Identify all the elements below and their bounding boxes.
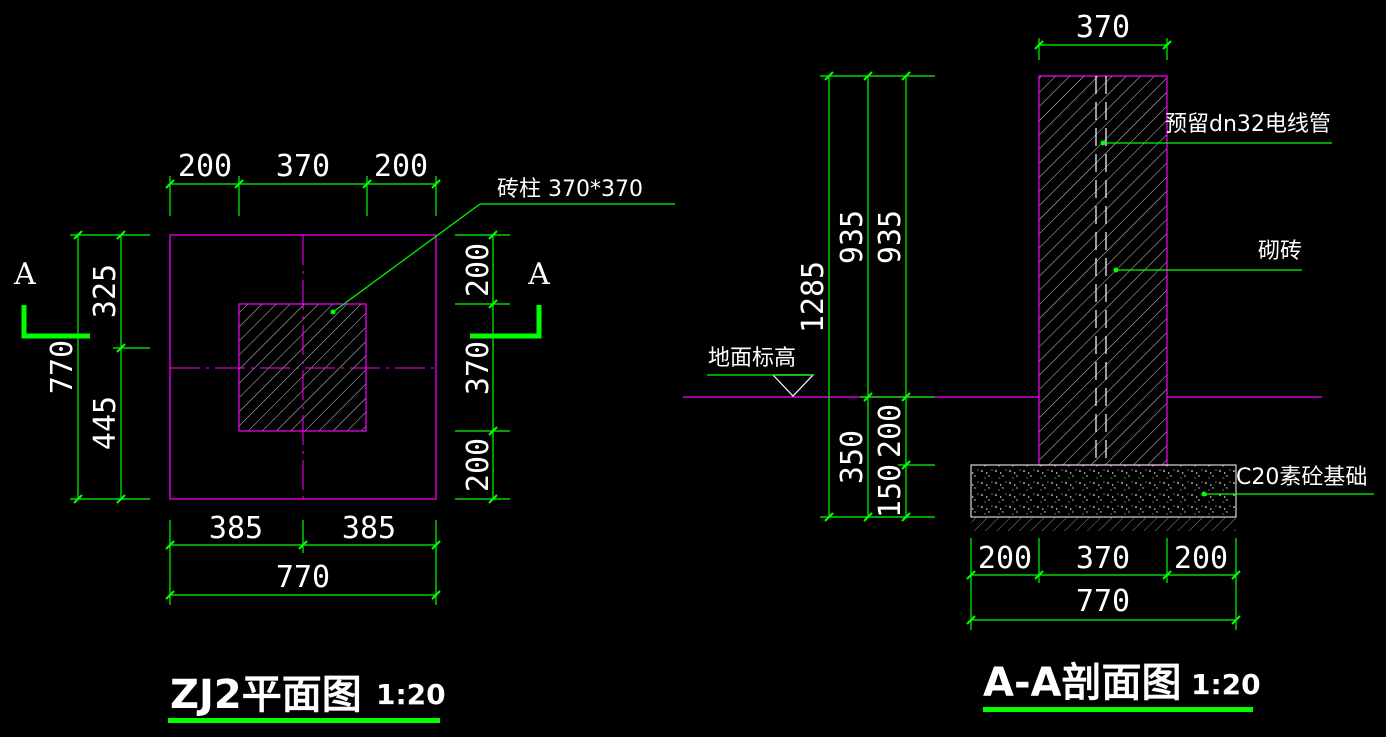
- plan-view: 200 370 200 770 325 445: [13, 149, 675, 723]
- soil-hatch: [971, 517, 1236, 531]
- section-view: 370 1285: [683, 10, 1374, 712]
- plan-left-dimension: 770 325 445: [45, 230, 150, 504]
- plan-title: ZJ2平面图: [170, 672, 362, 718]
- dim-text: 370: [276, 149, 330, 184]
- section-title: A-A剖面图: [983, 660, 1182, 706]
- foundation-label: C20素砼基础: [1236, 465, 1367, 490]
- dim-text: 325: [88, 264, 123, 318]
- plan-top-dimension: 200 370 200: [165, 149, 441, 216]
- foundation-leader: C20素砼基础: [1201, 465, 1374, 497]
- dim-text: 370: [461, 341, 496, 395]
- section-mark-text: A: [527, 257, 550, 292]
- dim-text: 200: [461, 438, 496, 492]
- ground-label: 地面标高: [708, 346, 796, 371]
- brick-pillar: [238, 303, 367, 432]
- section-mark-text: A: [13, 257, 36, 292]
- dim-text: 770: [1076, 584, 1130, 619]
- plan-title-underline: [168, 718, 440, 723]
- pillar-label-leader: 砖柱 370*370: [330, 177, 675, 315]
- section-scale: 1:20: [1191, 668, 1261, 701]
- dim-text: 935: [873, 210, 908, 264]
- dim-text: 350: [835, 430, 870, 484]
- dim-text: 385: [342, 511, 396, 546]
- dim-text: 1285: [796, 261, 831, 333]
- dim-text: 935: [835, 210, 870, 264]
- section-bottom-dimension: 200 370 200 770: [966, 538, 1241, 630]
- brick-leader: 砌砖: [1113, 239, 1302, 273]
- ground-elevation-marker: 地面标高: [707, 346, 815, 397]
- dim-text: 770: [45, 340, 80, 394]
- section-top-dimension: 370: [1034, 10, 1172, 60]
- dim-text: 200: [178, 149, 232, 184]
- dim-text: 770: [276, 560, 330, 595]
- conduit-label: 预留dn32电线管: [1165, 112, 1331, 137]
- dim-text: 200: [1174, 541, 1228, 576]
- c20-foundation: [970, 464, 1237, 518]
- section-mark-right: A: [470, 257, 550, 339]
- dim-text: 445: [88, 396, 123, 450]
- dim-text: 370: [1076, 10, 1130, 45]
- dim-text: 200: [461, 243, 496, 297]
- dim-text: 385: [209, 511, 263, 546]
- dim-text: 200: [978, 541, 1032, 576]
- section-title-underline: [983, 707, 1253, 712]
- conduit-leader: 预留dn32电线管: [1100, 112, 1332, 146]
- dim-text: 200: [873, 404, 908, 458]
- plan-scale: 1:20: [376, 678, 446, 711]
- section-left-dimensions: 1285 935 935 350 200 150: [796, 71, 935, 522]
- dim-text: 200: [374, 149, 428, 184]
- section-mark-left: A: [13, 257, 90, 339]
- brick-label: 砌砖: [1258, 239, 1302, 264]
- plan-bottom-dimension: 385 385 770: [165, 511, 441, 605]
- plan-right-dimension: 200 370 200: [455, 230, 510, 504]
- dim-text: 370: [1076, 541, 1130, 576]
- dim-text: 150: [873, 464, 908, 518]
- pillar-label: 砖柱 370*370: [497, 177, 643, 202]
